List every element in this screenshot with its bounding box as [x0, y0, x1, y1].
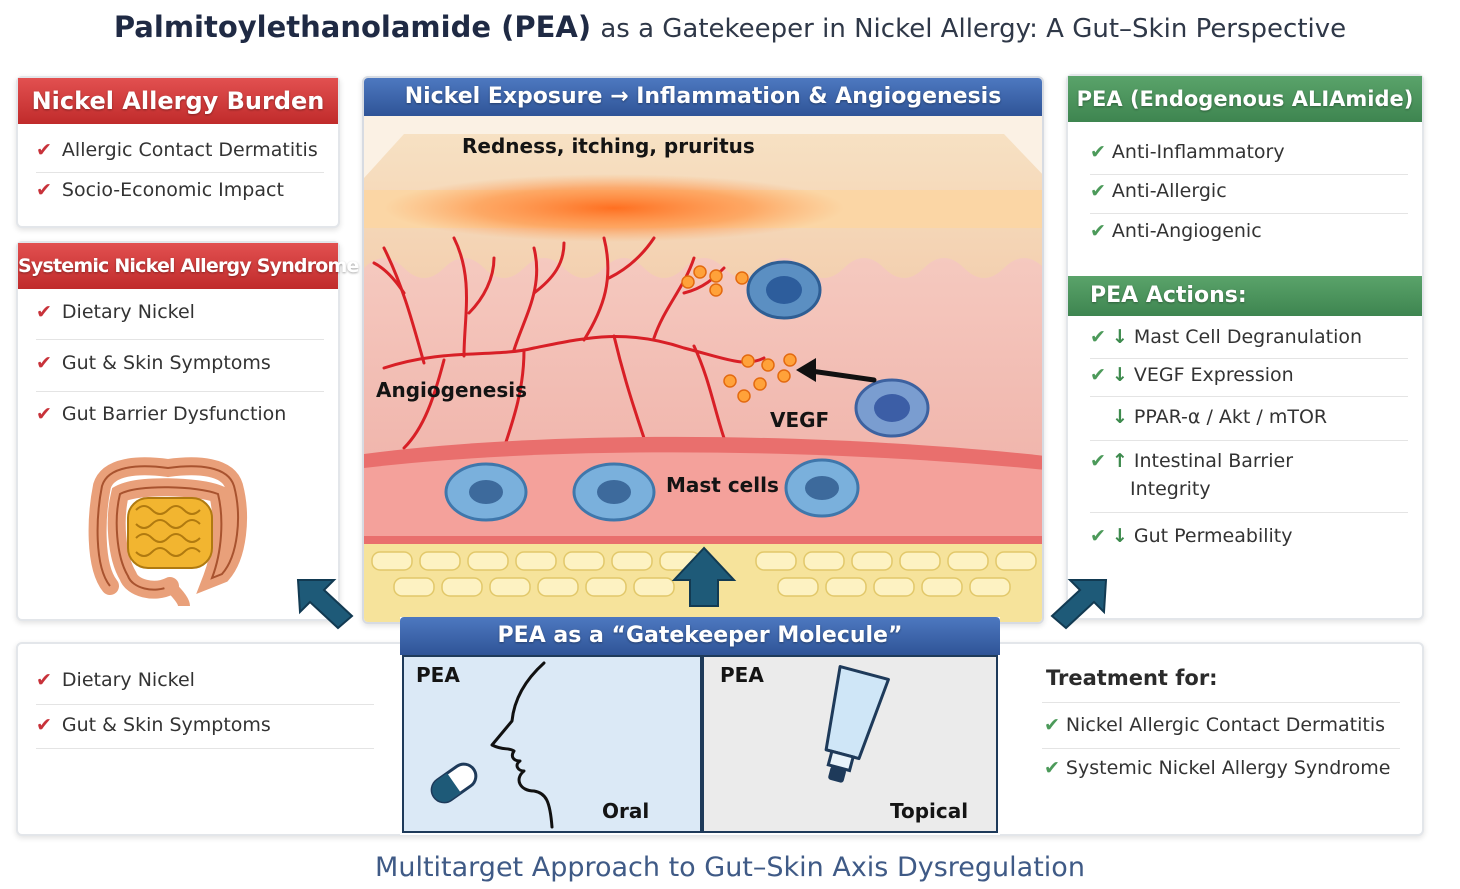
check-icon: ✔ — [36, 301, 52, 323]
check-icon: ✔ — [1090, 220, 1106, 242]
divider — [1090, 213, 1408, 214]
check-icon: ✔ — [36, 352, 52, 374]
gatekeeper-header: PEA as a “Gatekeeper Molecule” — [400, 617, 1000, 655]
oral-tag: PEA — [416, 663, 460, 687]
check-icon: ✔ — [36, 714, 52, 736]
topical-tag: PEA — [720, 663, 764, 687]
snas-item-2: ✔Gut & Skin Symptoms — [36, 352, 271, 374]
check-icon: ✔ — [1090, 141, 1106, 163]
oral-panel: PEA Oral — [402, 655, 702, 833]
divider — [1090, 440, 1408, 441]
bottom-item-1: ✔Dietary Nickel — [36, 669, 195, 691]
treatment-header: Treatment for: — [1046, 666, 1218, 690]
title-bold: Palmitoylethanolamide (PEA) — [113, 10, 592, 44]
intestine-icon — [88, 457, 247, 606]
actions-header: PEA Actions: — [1068, 276, 1422, 316]
check-icon: ✔ — [1090, 525, 1106, 547]
skin-cross-section — [364, 78, 1042, 622]
action-item-5: ✔↓Gut Permeability — [1090, 525, 1293, 547]
check-icon: ✔ — [36, 669, 52, 691]
center-panel: Nickel Exposure → Inflammation & Angioge… — [362, 76, 1044, 624]
check-icon: ✔ — [1090, 326, 1106, 348]
oral-label: Oral — [602, 799, 650, 823]
action-item-4: ✔↑Intestinal Barrier — [1090, 450, 1294, 472]
label-mast-cells: Mast cells — [666, 473, 779, 497]
divider — [36, 339, 324, 340]
page-title: Palmitoylethanolamide (PEA) as a Gatekee… — [0, 10, 1460, 44]
face-profile-icon — [490, 661, 554, 829]
capsule-icon — [430, 762, 478, 804]
title-rest: as a Gatekeeper in Nickel Allergy: A Gut… — [600, 14, 1347, 44]
center-header: Nickel Exposure → Inflammation & Angioge… — [364, 78, 1042, 116]
arrow-right-up-icon — [1050, 579, 1108, 630]
divider — [36, 172, 324, 173]
label-redness: Redness, itching, pruritus — [462, 134, 755, 158]
action-item-2: ✔↓VEGF Expression — [1090, 364, 1294, 386]
check-icon: ✔ — [1090, 364, 1106, 386]
check-icon: ✔ — [1044, 714, 1060, 736]
check-icon: ✔ — [1090, 180, 1106, 202]
check-icon: ✔ — [36, 403, 52, 425]
treatment-item-2: ✔Systemic Nickel Allergy Syndrome — [1044, 757, 1391, 779]
topical-panel: PEA Topical — [702, 655, 998, 833]
fat-cells — [371, 551, 1037, 597]
divider — [1090, 174, 1408, 175]
pea-item-3: ✔Anti-Angiogenic — [1090, 220, 1262, 242]
treatment-item-1: ✔Nickel Allergic Contact Dermatitis — [1044, 714, 1386, 736]
down-arrow-icon: ↓ — [1111, 525, 1128, 547]
pea-panel: PEA (Endogenous ALIAmide) ✔Anti-Inflamma… — [1066, 74, 1424, 620]
check-icon: ✔ — [36, 139, 52, 161]
divider — [1042, 702, 1400, 703]
snas-header: Systemic Nickel Allergy Syndrome — [18, 243, 359, 289]
down-arrow-icon: ↓ — [1112, 406, 1128, 428]
snas-item-3: ✔Gut Barrier Dysfunction — [36, 403, 287, 425]
pea-header: PEA (Endogenous ALIAmide) — [1068, 76, 1422, 122]
pea-item-1: ✔Anti-Inflammatory — [1090, 141, 1285, 163]
check-icon: ✔ — [1044, 757, 1060, 779]
burden-header: Nickel Allergy Burden — [18, 78, 338, 124]
burden-item-1: ✔Allergic Contact Dermatitis — [36, 139, 318, 161]
label-vegf: VEGF — [770, 408, 830, 432]
check-icon: ✔ — [36, 179, 52, 201]
burden-panel: Nickel Allergy Burden ✔Allergic Contact … — [16, 76, 340, 228]
dermal-cells — [746, 260, 930, 438]
action-item-1: ✔↓Mast Cell Degranulation — [1090, 326, 1363, 348]
blood-vessel-icon — [372, 236, 766, 450]
ointment-tube-icon — [824, 665, 890, 783]
label-angiogenesis: Angiogenesis — [376, 378, 527, 402]
gatekeeper-box: PEA as a “Gatekeeper Molecule” PEA Oral … — [400, 617, 1000, 835]
pea-item-2: ✔Anti-Allergic — [1090, 180, 1227, 202]
down-arrow-icon: ↓ — [1111, 364, 1128, 386]
divider — [1090, 396, 1408, 397]
divider — [36, 704, 374, 705]
check-icon: ✔ — [1090, 450, 1106, 472]
arrow-left-up-icon — [296, 579, 354, 630]
bottom-item-2: ✔Gut & Skin Symptoms — [36, 714, 271, 736]
divider — [1090, 512, 1408, 513]
up-arrow-icon: ↑ — [1111, 450, 1128, 472]
burden-item-2: ✔Socio-Economic Impact — [36, 179, 284, 201]
down-arrow-icon: ↓ — [1111, 326, 1128, 348]
mast-cell-icon — [444, 458, 860, 522]
action-item-4-cont: Integrity — [1130, 478, 1211, 500]
up-arrow-icon — [671, 546, 737, 607]
divider — [36, 748, 374, 749]
divider — [1090, 358, 1408, 359]
snas-item-1: ✔Dietary Nickel — [36, 301, 195, 323]
divider — [1042, 748, 1400, 749]
vegf-granules — [681, 265, 797, 403]
footer-caption: Multitarget Approach to Gut–Skin Axis Dy… — [375, 852, 1085, 883]
action-item-3: ↓PPAR-α / Akt / mTOR — [1112, 406, 1328, 428]
divider — [36, 391, 324, 392]
snas-panel: Systemic Nickel Allergy Syndrome ✔Dietar… — [16, 241, 359, 621]
topical-label: Topical — [890, 799, 969, 823]
